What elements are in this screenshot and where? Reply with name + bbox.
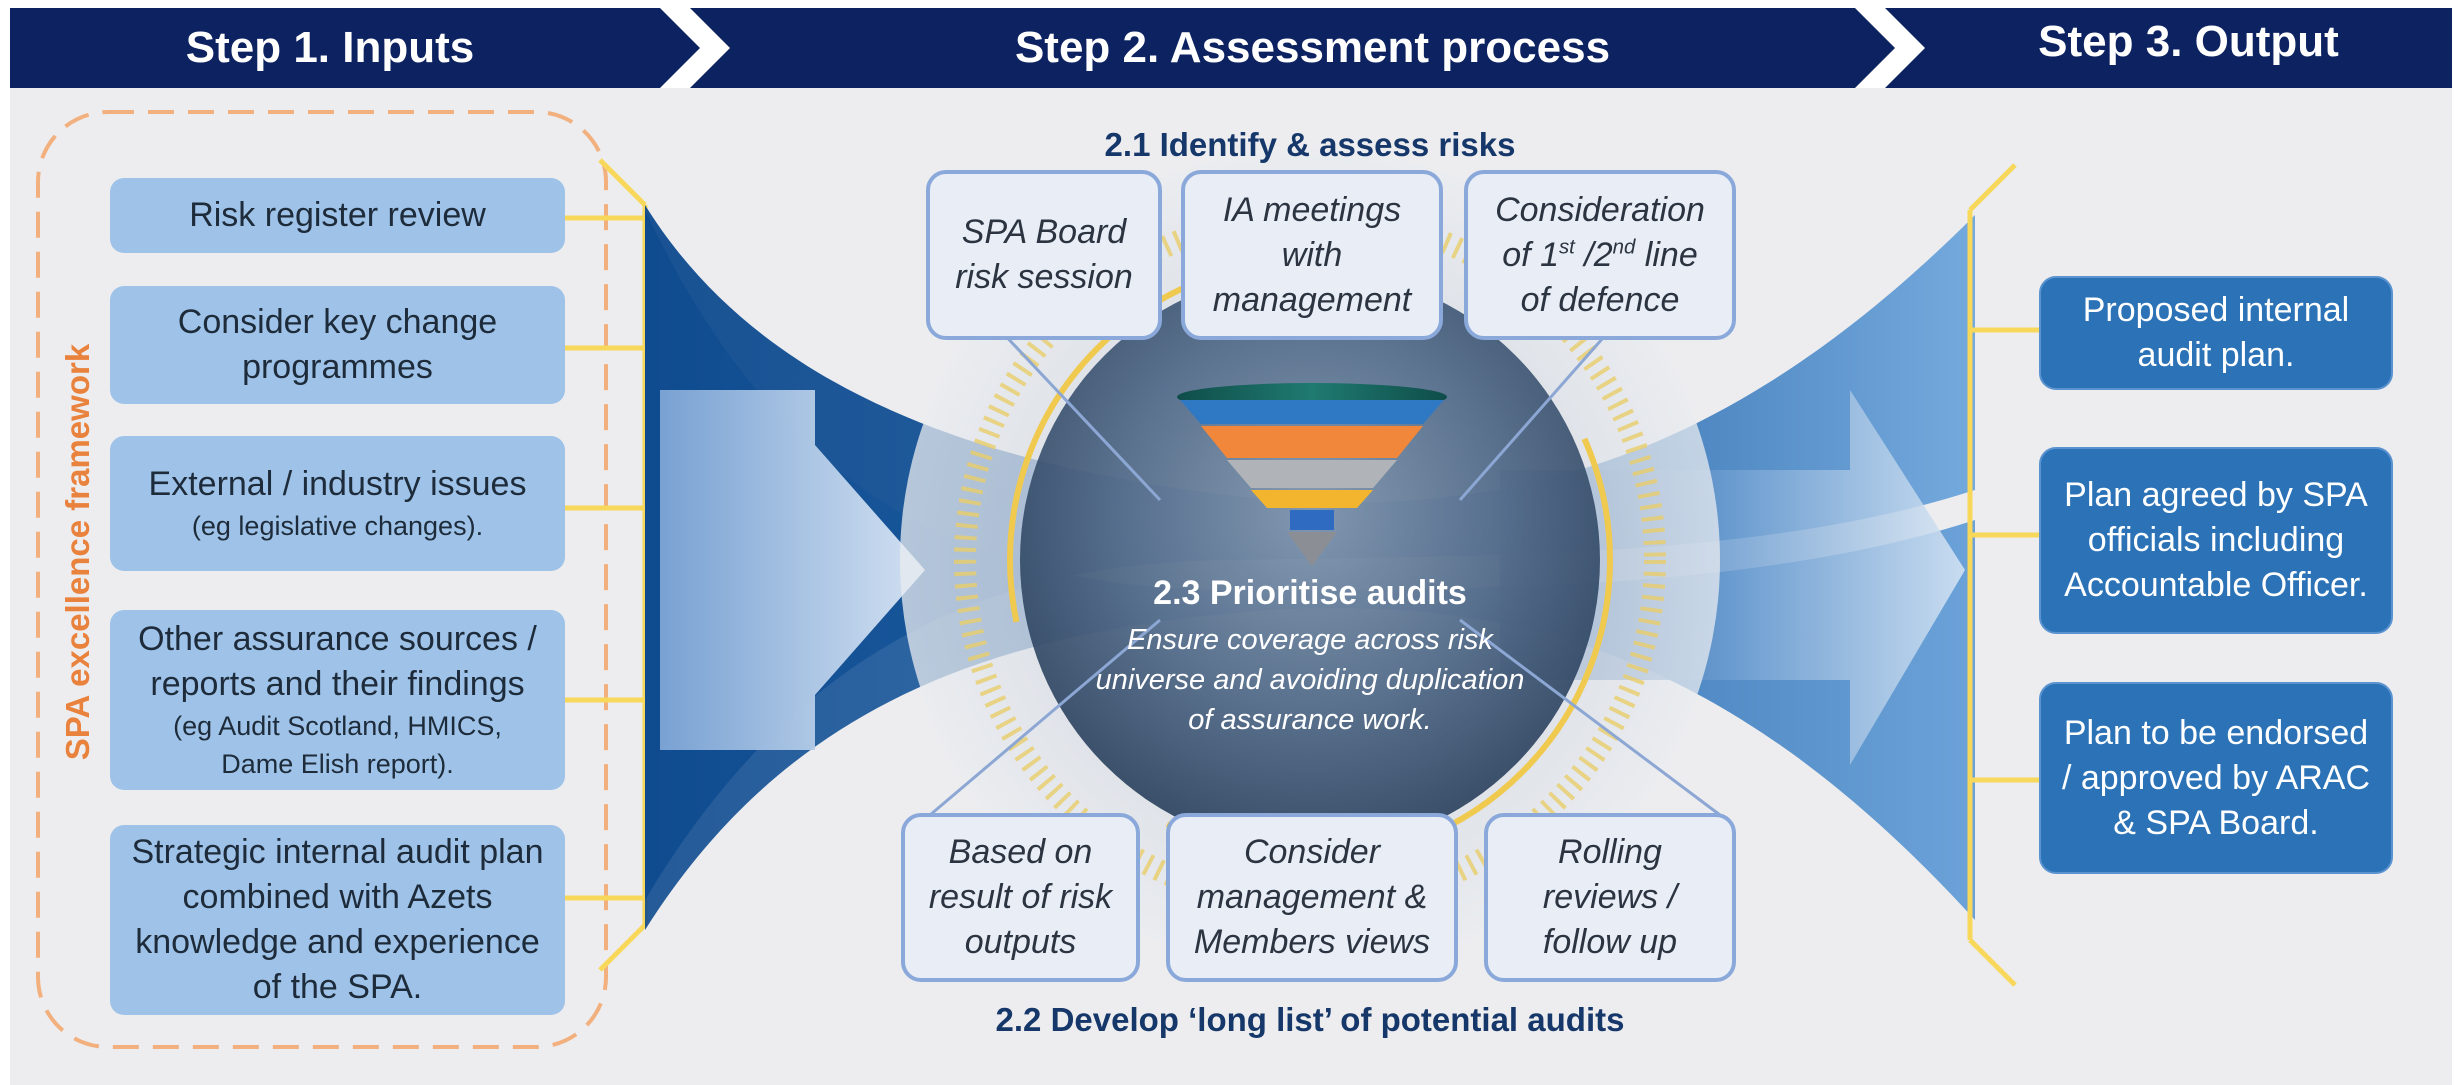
long-list-title: 2.2 Develop ‘long list’ of potential aud… bbox=[995, 1001, 1625, 1038]
step1-title: Step 1. Inputs bbox=[185, 23, 475, 72]
box-text-line2: of 1st /2nd line bbox=[1502, 235, 1698, 274]
input-arrow bbox=[660, 390, 925, 750]
output-plan-endorsed: Plan to be endorsed / approved by ARAC &… bbox=[2060, 683, 2372, 873]
input-text: Strategic internal audit plan combined w… bbox=[131, 833, 544, 1006]
output-text: Plan to be endorsed / approved by ARAC &… bbox=[2061, 713, 2371, 842]
box-text: Consider management & Members views bbox=[1193, 833, 1431, 961]
step3-title: Step 3. Output bbox=[2038, 17, 2339, 66]
box-board-risk-session: SPA Board risk session bbox=[948, 172, 1140, 338]
input-subtext: (eg Audit Scotland, HMICS, Dame Elish re… bbox=[173, 711, 502, 779]
input-external-issues: External / industry issues (eg legislati… bbox=[110, 436, 565, 571]
input-risk-register: Risk register review bbox=[110, 178, 565, 253]
output-connectors bbox=[1967, 163, 2040, 987]
box-ia-meetings: IA meetings with management bbox=[1193, 172, 1431, 338]
input-text: Consider key change programmes bbox=[177, 303, 498, 386]
step3-chevron bbox=[1885, 8, 2452, 88]
box-text-line3: of defence bbox=[1520, 280, 1680, 319]
step1-chevron bbox=[10, 8, 700, 88]
input-text: Other assurance sources / reports and th… bbox=[138, 620, 537, 703]
step2-chevron bbox=[690, 8, 1895, 88]
box-management-views: Consider management & Members views bbox=[1178, 815, 1446, 980]
box-text: Rolling reviews / follow up bbox=[1542, 833, 1678, 961]
framework-label: SPA excellence framework bbox=[59, 343, 96, 761]
box-risk-outputs: Based on result of risk outputs bbox=[913, 815, 1128, 980]
input-subtext: (eg legislative changes). bbox=[191, 511, 484, 541]
prioritise-title: 2.3 Prioritise audits bbox=[1153, 573, 1467, 612]
prioritise-description: Ensure coverage across risk universe and… bbox=[1095, 624, 1525, 736]
box-text-line1: Consideration bbox=[1495, 190, 1705, 229]
box-lines-of-defence: Consideration of 1st /2nd line of defenc… bbox=[1466, 172, 1734, 338]
input-boxes bbox=[110, 178, 565, 1015]
funnel-icon bbox=[1177, 383, 1447, 566]
step2-title: Step 2. Assessment process bbox=[1014, 23, 1611, 72]
output-plan-agreed: Plan agreed by SPA officials including A… bbox=[2055, 448, 2377, 633]
box-text: SPA Board risk session bbox=[955, 213, 1133, 296]
input-change-programmes: Consider key change programmes bbox=[140, 286, 535, 404]
framework-dashed-border bbox=[36, 110, 608, 1049]
box-rolling-reviews: Rolling reviews / follow up bbox=[1506, 815, 1714, 980]
input-assurance-sources: Other assurance sources / reports and th… bbox=[120, 610, 555, 790]
input-text: Risk register review bbox=[189, 196, 486, 234]
output-text: Plan agreed by SPA officials including A… bbox=[2064, 476, 2368, 604]
identify-boxes bbox=[926, 170, 1736, 340]
header-band bbox=[10, 8, 2452, 88]
input-text: External / industry issues bbox=[148, 465, 527, 503]
box-text: IA meetings with management bbox=[1212, 190, 1412, 319]
box-connector-lines bbox=[929, 328, 1721, 817]
output-text: Proposed internal audit plan. bbox=[2082, 291, 2350, 374]
box-text: Based on result of risk outputs bbox=[928, 833, 1113, 961]
output-boxes bbox=[2039, 276, 2393, 874]
identify-risks-title: 2.1 Identify & assess risks bbox=[1104, 126, 1516, 163]
longlist-boxes bbox=[901, 813, 1736, 982]
output-proposed-plan: Proposed internal audit plan. bbox=[2060, 277, 2372, 389]
input-strategic-plan: Strategic internal audit plan combined w… bbox=[130, 825, 545, 1015]
